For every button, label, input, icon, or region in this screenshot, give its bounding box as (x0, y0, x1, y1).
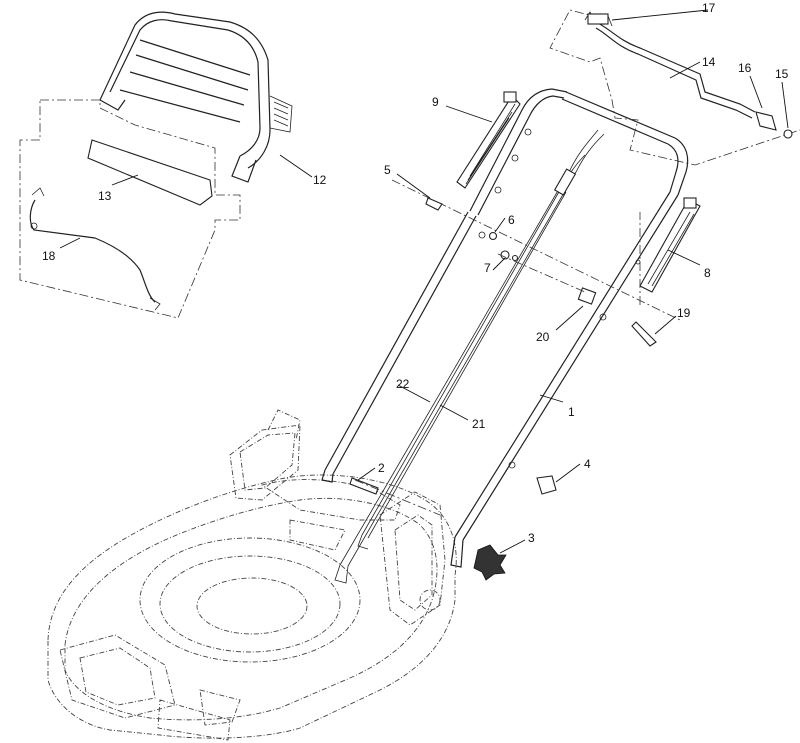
bail-handle (99, 11, 293, 183)
callout-15: 15 (775, 67, 789, 81)
callout-labels: 1 2 3 4 5 6 7 8 9 12 13 14 15 16 17 18 1… (42, 1, 789, 545)
callout-3: 3 (528, 531, 535, 545)
bail-group-outline (19, 99, 241, 319)
callout-8: 8 (704, 266, 711, 280)
callout-4: 4 (584, 457, 591, 471)
mower-deck (47, 409, 457, 741)
leader-lines (59, 9, 789, 554)
control-cables (334, 129, 605, 584)
callout-12: 12 (313, 173, 327, 187)
callout-19: 19 (677, 306, 691, 320)
callout-7: 7 (484, 261, 491, 275)
spring (584, 11, 613, 27)
callout-2: 2 (378, 461, 385, 475)
callout-16: 16 (738, 61, 752, 75)
cable-clip-right (639, 197, 701, 293)
callout-18: 18 (42, 249, 56, 263)
callout-5: 5 (384, 163, 391, 177)
callout-17: 17 (702, 1, 716, 15)
callout-6: 6 (508, 213, 515, 227)
callout-1: 1 (568, 405, 575, 419)
callout-20: 20 (536, 330, 550, 344)
callout-14: 14 (702, 55, 716, 69)
callout-22: 22 (396, 377, 410, 391)
alignment-lines (354, 179, 681, 516)
rod-fitting (755, 111, 793, 139)
bail-cover (87, 139, 213, 206)
callout-21: 21 (472, 417, 486, 431)
bail-wire (29, 187, 161, 311)
hardware-items (349, 197, 657, 581)
handle-assembly (321, 88, 689, 568)
callout-9: 9 (432, 95, 439, 109)
cable-clip-left (456, 91, 521, 189)
control-rod (549, 9, 800, 166)
callout-13: 13 (98, 189, 112, 203)
